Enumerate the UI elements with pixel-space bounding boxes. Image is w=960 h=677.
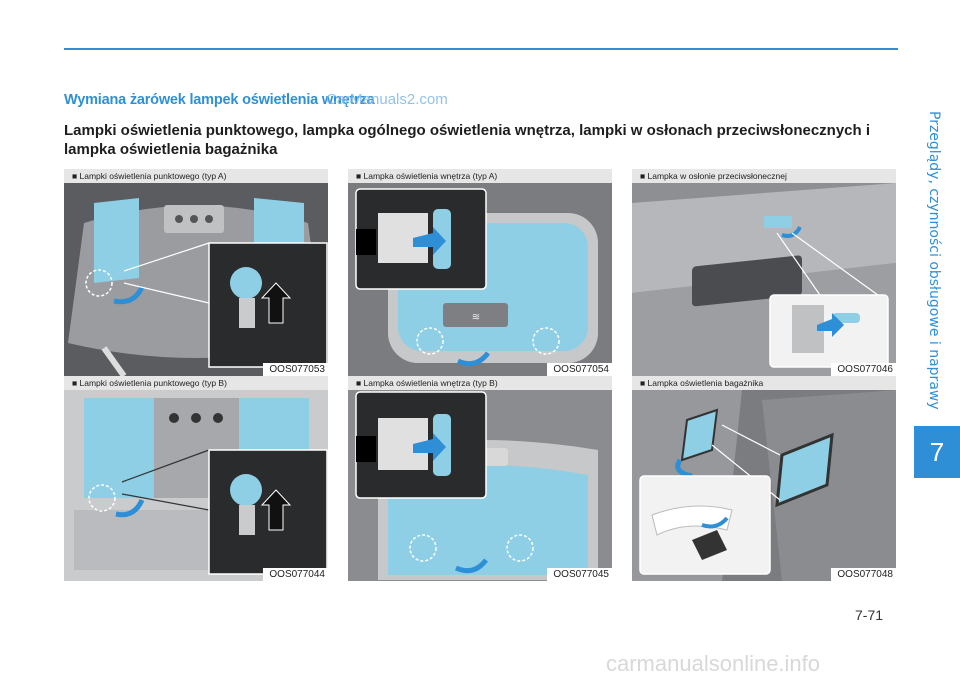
figure-code: OOS077045 bbox=[547, 568, 612, 581]
vanity-lamp-illustration bbox=[632, 183, 896, 376]
section-title: Wymiana żarówek lampek oświetlenia wnętr… bbox=[64, 92, 375, 108]
panel-spot-lamp-type-b: ■ Lampki oświetlenia punktowego (typ B) … bbox=[64, 376, 328, 581]
figure-code: OOS077053 bbox=[263, 363, 328, 376]
chapter-side-label: Przeglądy, czynności obsługowe i naprawy bbox=[926, 110, 942, 410]
panel-caption: ■ Lampka oświetlenia wnętrza (typ B) bbox=[348, 376, 612, 390]
figure-code: OOS077048 bbox=[831, 568, 896, 581]
chapter-tab: 7 bbox=[914, 426, 960, 478]
interior-lamp-type-b-illustration bbox=[348, 390, 612, 581]
luggage-lamp-illustration bbox=[632, 390, 896, 581]
panel-interior-lamp-type-a: ■ Lampka oświetlenia wnętrza (typ A) ≋ O… bbox=[348, 169, 612, 376]
panel-caption: ■ Lampki oświetlenia punktowego (typ A) bbox=[64, 169, 328, 183]
panel-vanity-lamp: ■ Lampka w osłonie przeciwsłonecznej OOS… bbox=[632, 169, 896, 376]
figure-code: OOS077054 bbox=[547, 363, 612, 376]
panel-caption: ■ Lampka w osłonie przeciwsłonecznej bbox=[632, 169, 896, 183]
panel-caption: ■ Lampka oświetlenia bagażnika bbox=[632, 376, 896, 390]
interior-lamp-type-a-illustration: ≋ bbox=[348, 183, 612, 376]
footer-watermark: carmanualsonline.info bbox=[606, 651, 821, 676]
spot-lamp-type-b-illustration bbox=[64, 390, 328, 581]
page-number: 7-71 bbox=[855, 607, 884, 623]
figure-code: OOS077044 bbox=[263, 568, 328, 581]
panel-caption: ■ Lampki oświetlenia punktowego (typ B) bbox=[64, 376, 328, 390]
svg-text:≋: ≋ bbox=[472, 312, 480, 323]
panel-spot-lamp-type-a: ■ Lampki oświetlenia punktowego (typ A) … bbox=[64, 169, 328, 376]
panel-interior-lamp-type-b: ■ Lampka oświetlenia wnętrza (typ B) OOS… bbox=[348, 376, 612, 581]
panel-luggage-lamp: ■ Lampka oświetlenia bagażnika OOS077048 bbox=[632, 376, 896, 581]
top-rule bbox=[64, 48, 898, 50]
panel-caption: ■ Lampka oświetlenia wnętrza (typ A) bbox=[348, 169, 612, 183]
subtitle: Lampki oświetlenia punktowego, lampka og… bbox=[64, 122, 871, 158]
spot-lamp-type-a-illustration bbox=[64, 183, 328, 376]
watermark: CarManuals2.com bbox=[326, 91, 448, 108]
figure-code: OOS077046 bbox=[831, 363, 896, 376]
